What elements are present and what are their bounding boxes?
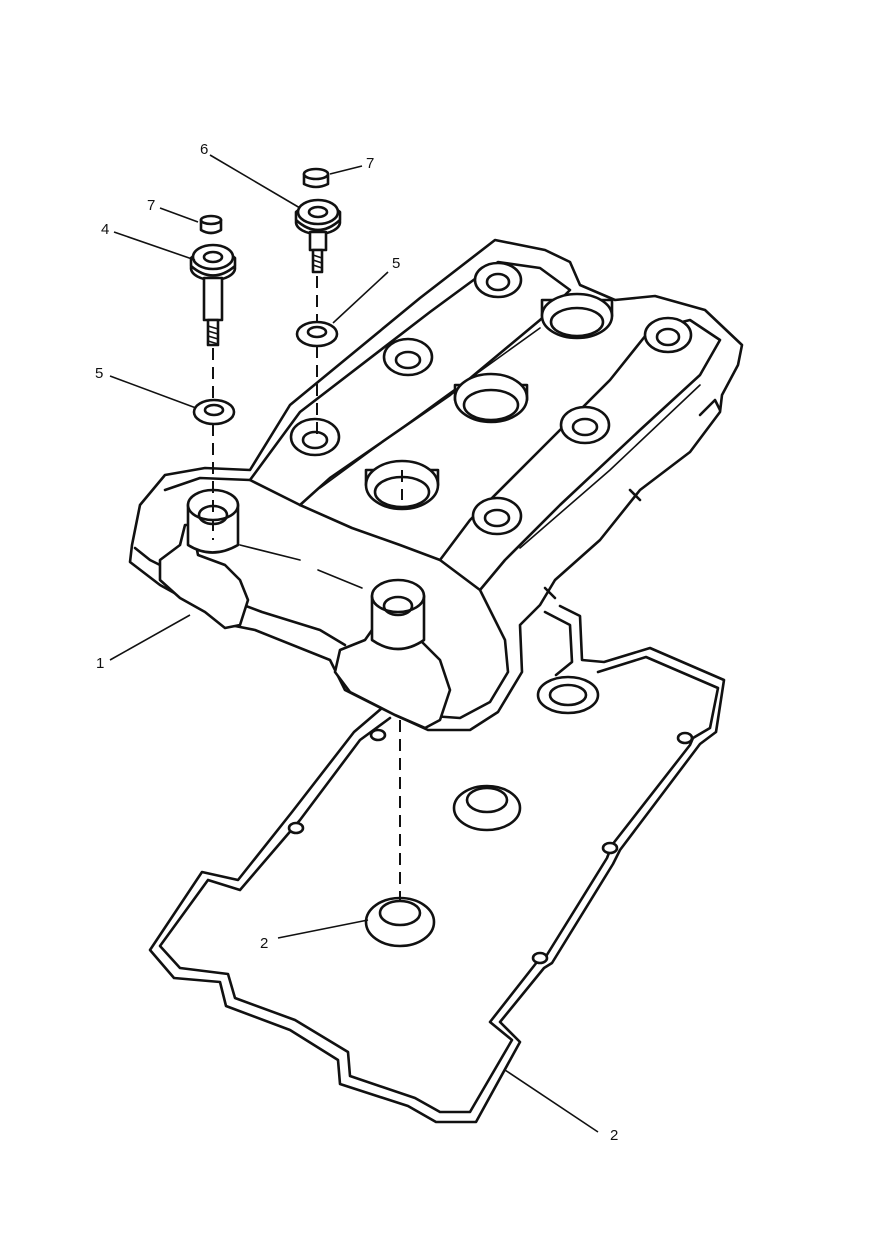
seal-washer-5-right <box>295 320 339 348</box>
callout-part-6: 6 <box>200 141 208 158</box>
callout-part-5-right: 5 <box>392 255 400 272</box>
spark-plug-seal-upper <box>452 784 522 832</box>
callout-part-2-seal: 2 <box>260 935 268 952</box>
callout-part-1: 1 <box>96 655 104 672</box>
gasket-lug-1 <box>676 731 694 745</box>
callout-part-7-left: 7 <box>147 197 155 214</box>
callout-part-7-right: 7 <box>366 155 374 172</box>
cam-cover <box>128 238 744 732</box>
spark-plug-seal <box>364 896 436 948</box>
gasket-ring <box>536 675 600 715</box>
cap-7-right <box>302 167 330 189</box>
gasket-lug-5 <box>369 728 387 742</box>
gasket-lug-4 <box>287 821 305 835</box>
callout-labels: 1 2 2 4 5 5 6 7 7 <box>95 141 618 1144</box>
seal-washer-5-left <box>192 398 236 426</box>
assembly-axes <box>212 276 403 900</box>
callout-part-2-gasket: 2 <box>610 1127 618 1144</box>
callout-part-5-left: 5 <box>95 365 103 382</box>
bolt-4 <box>189 243 237 347</box>
cam-cover-bolt-bosses <box>289 261 693 536</box>
spark-plug-wells <box>364 292 614 511</box>
cap-7-left <box>199 214 223 235</box>
leader-lines <box>109 154 599 1133</box>
bolt-6 <box>294 198 342 274</box>
cover-gasket <box>148 604 726 1124</box>
gasket-lug-3 <box>531 951 549 965</box>
gasket-lug-2 <box>601 841 619 855</box>
callout-part-4: 4 <box>101 221 109 238</box>
